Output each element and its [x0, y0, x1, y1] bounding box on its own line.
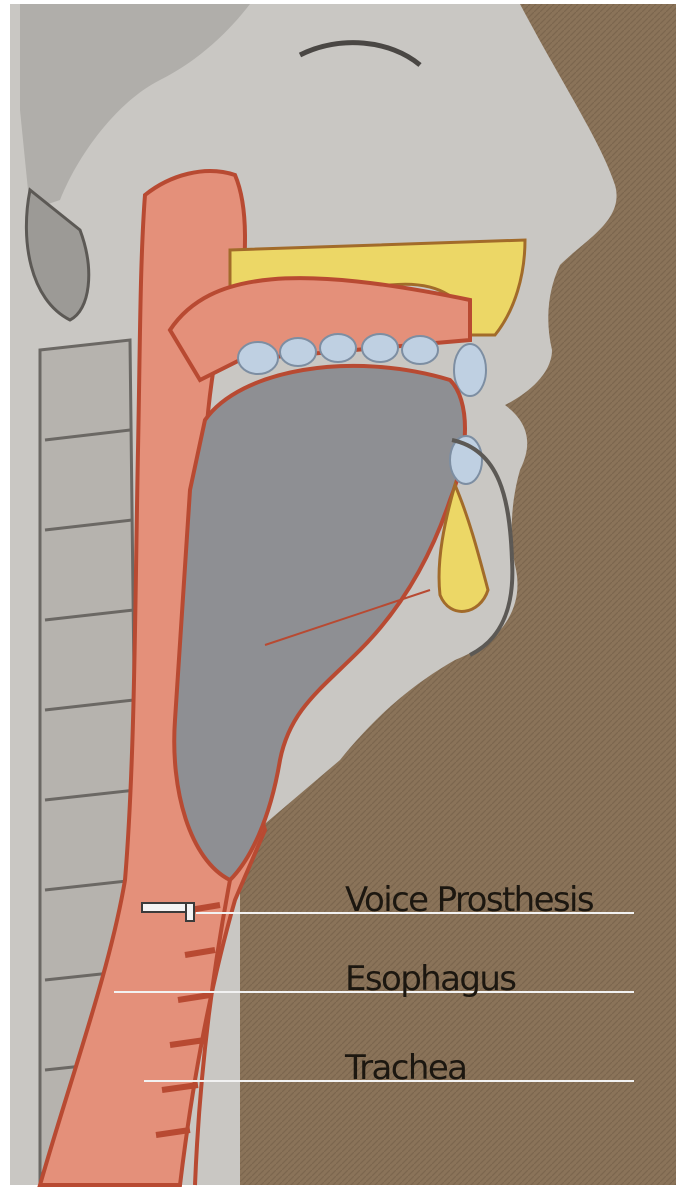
esophagus-label: Esophagus: [345, 959, 516, 999]
voice-prosthesis-label: Voice Prosthesis: [345, 880, 594, 920]
trachea-label: Trachea: [344, 1048, 466, 1088]
